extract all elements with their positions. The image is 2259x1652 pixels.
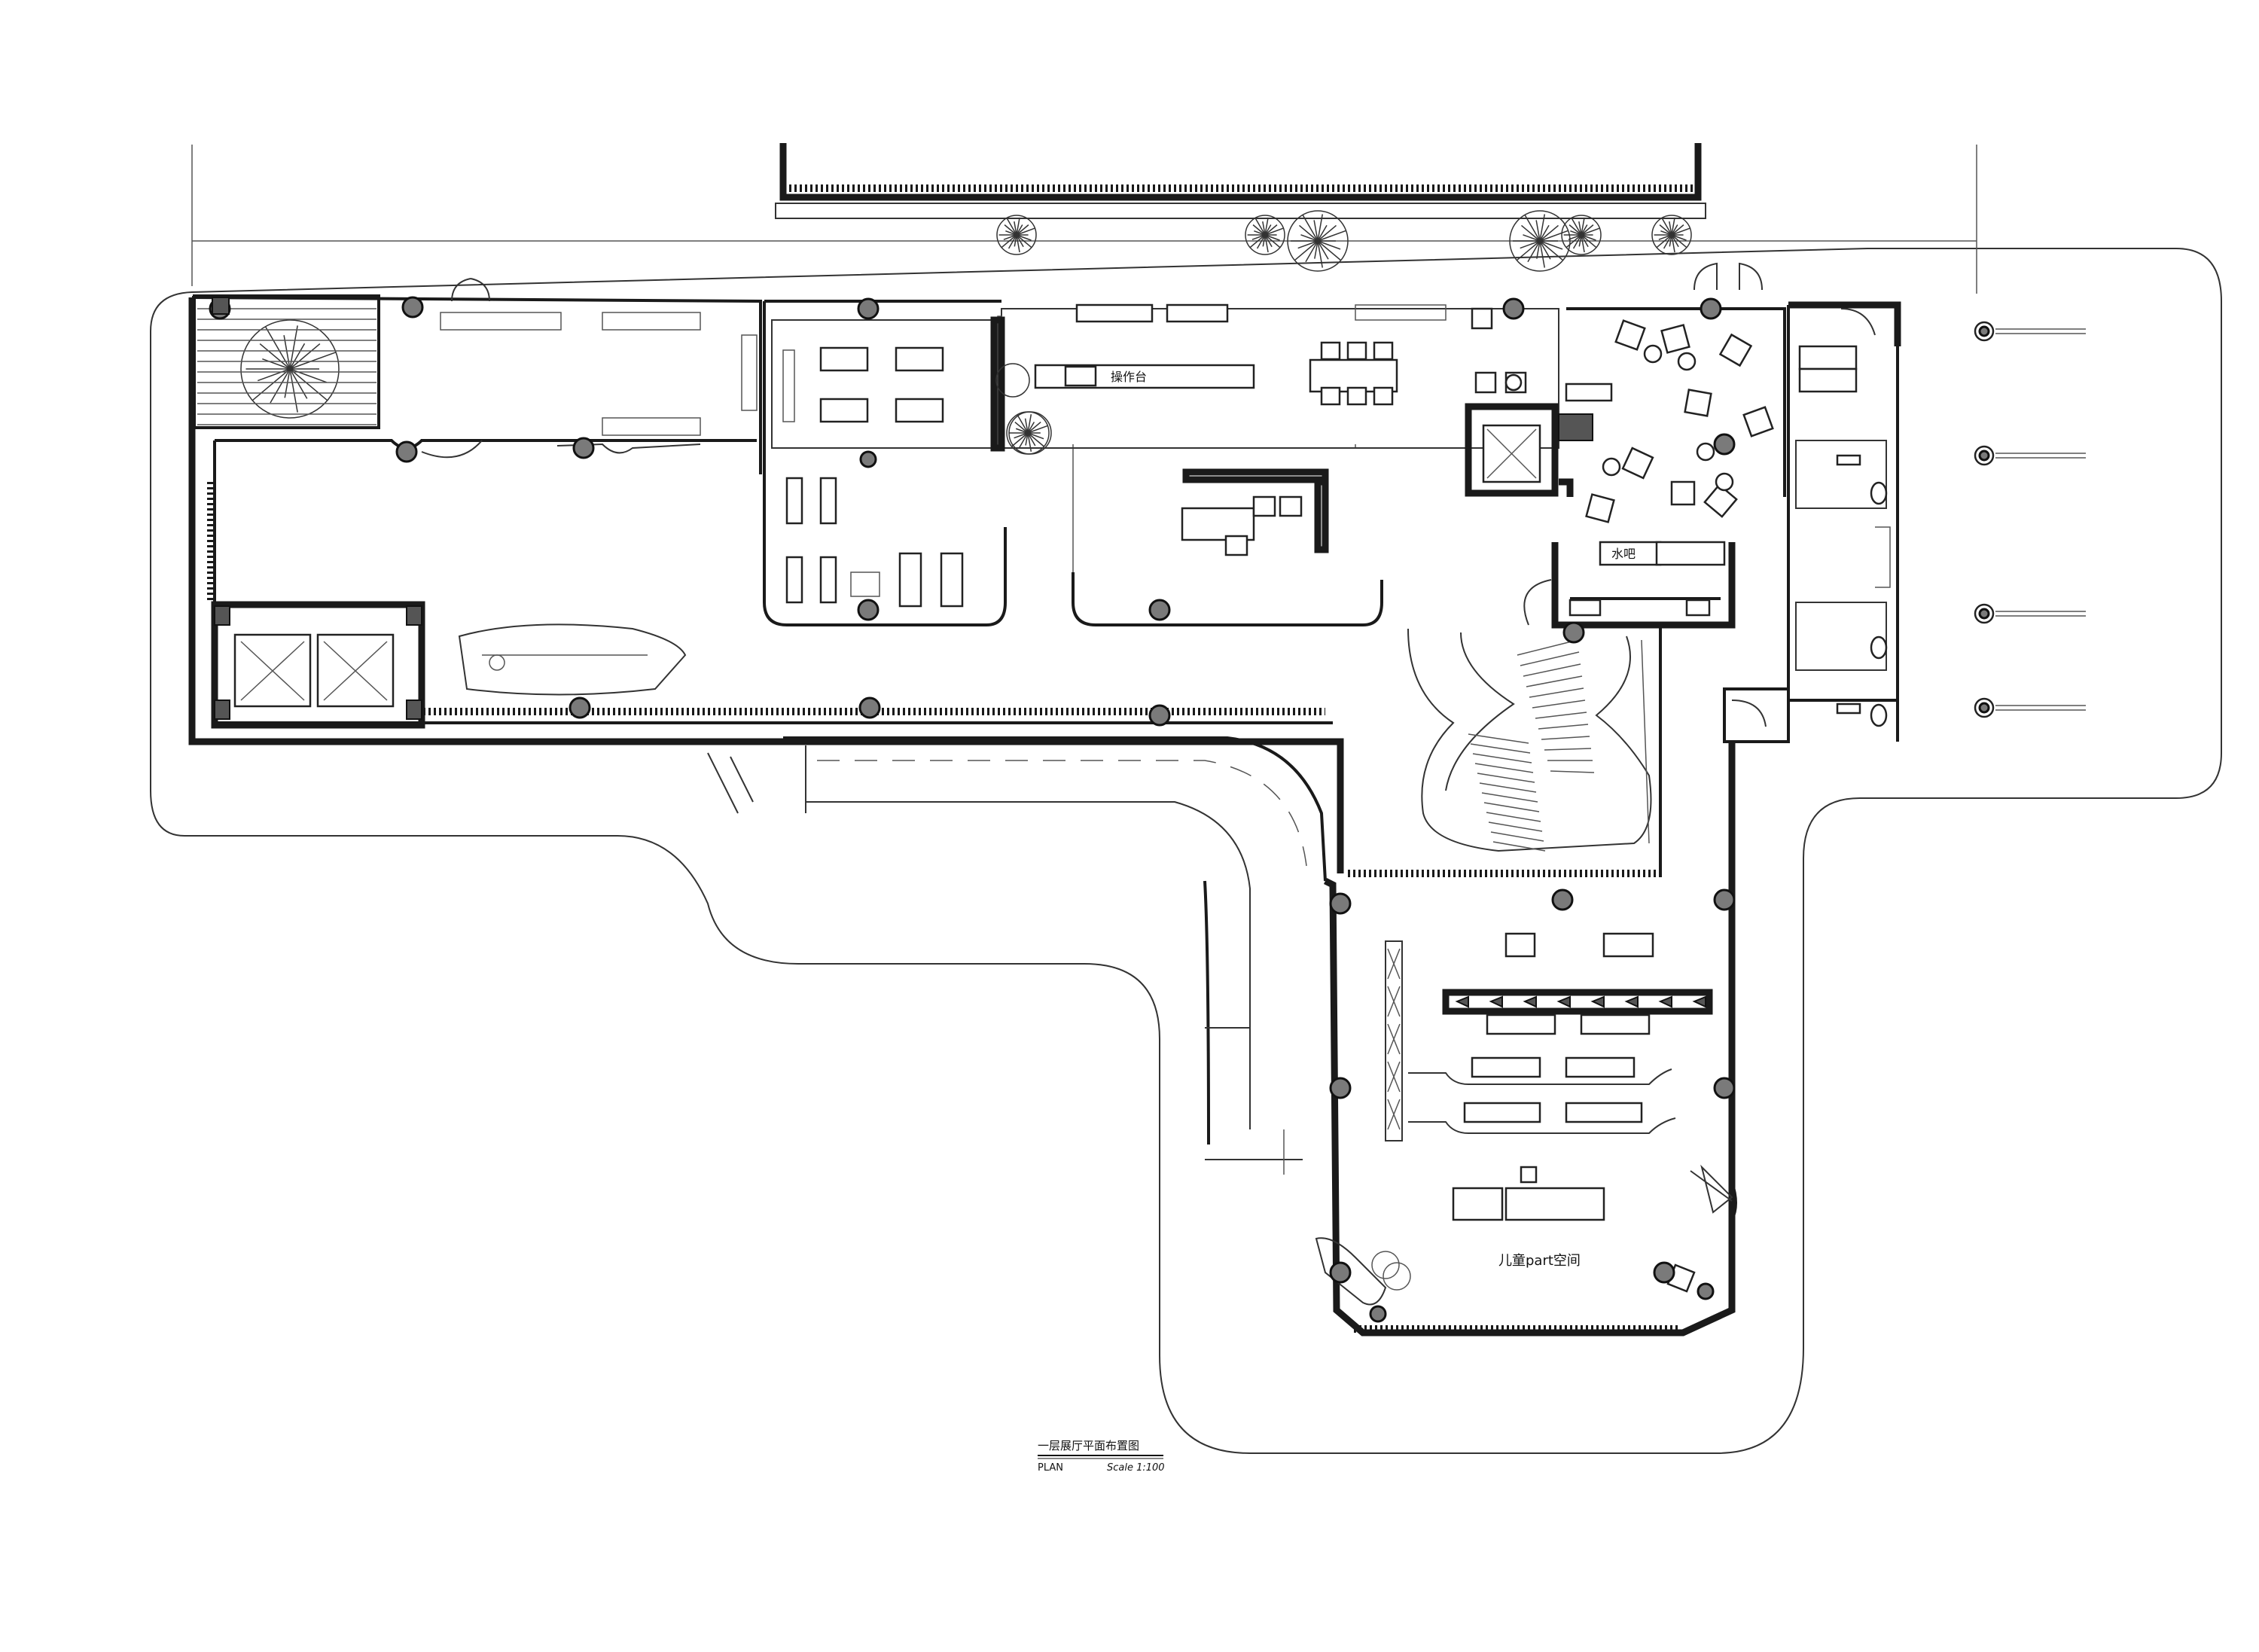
kids-space-label: 儿童part空间 [1498,1253,1581,1269]
tree-icon [1651,215,1692,255]
column [572,437,595,459]
water-bar-label: 水吧 [1611,547,1636,561]
display-car [458,623,687,696]
operation-desk-zone: 操作台 [997,303,1613,449]
armchair [1621,447,1654,480]
column [1700,297,1722,320]
elevator-core-central [1465,403,1593,497]
column [1713,1077,1736,1099]
chair [1474,371,1497,394]
bollard-icon [1974,321,2086,718]
chair [1320,341,1341,361]
stair-icon [1348,579,1662,877]
tree-icon [1245,215,1285,255]
armchair [1614,319,1646,351]
tree-icon [1561,215,1602,255]
street-trees [996,210,1692,272]
column [1713,888,1736,911]
chair [1346,386,1367,406]
structural-columns [209,296,1736,1323]
column [1502,297,1525,320]
column [1697,1282,1715,1300]
column [212,297,230,315]
tree-icon [996,215,1037,255]
north-planter [775,143,1706,219]
curved-corridor [707,736,1327,1175]
bollard-icon [1974,697,2086,718]
deck-courtyard [193,294,380,429]
side-table [1677,352,1697,371]
armchair [1742,406,1774,437]
column [1551,888,1574,911]
tree-icon [1509,210,1571,272]
column [1369,1305,1387,1323]
elevator-core-west [211,601,425,729]
central-hall [1072,444,1383,626]
bollard-icon [1974,445,2086,466]
chair [1346,341,1367,361]
side-table [1643,344,1663,364]
side-table [1696,442,1715,462]
column [1713,433,1736,456]
armchair [1718,333,1753,367]
column [1148,704,1171,727]
column [1329,1077,1352,1099]
column [1562,621,1585,644]
bollard-icon [1974,321,2086,342]
chair [1373,386,1394,406]
stool [1504,373,1523,392]
column [1653,1261,1675,1284]
fitness-room [763,300,1007,626]
kids-zone: 儿童part空间 [1315,742,1737,1337]
door-swings [1693,262,1876,336]
tree-icon [1287,210,1349,272]
column [859,450,877,468]
column [401,296,424,319]
side-table [1602,457,1621,477]
armchair [1703,483,1738,518]
drawing-scale: Scale 1:100 [1107,1462,1165,1474]
site-outline [150,145,2222,1454]
washrooms [1723,301,1901,743]
toilet-icon [1836,454,1888,727]
chair [1373,341,1394,361]
drawing-title: 一层展厅平面布置图 [1038,1439,1139,1452]
lounge-area [1566,307,1786,523]
operation-desk-label: 操作台 [1111,370,1147,384]
column [1148,599,1171,621]
water-bar: 水吧 [1551,541,1736,629]
column [857,297,880,320]
title-block: 一层展厅平面布置图 PLAN Scale 1:100 [1038,1439,1165,1474]
armchair [1585,493,1615,523]
column [569,696,591,719]
armchair [1670,480,1696,506]
chair [1320,386,1341,406]
column [1329,892,1352,915]
column [857,599,880,621]
armchair [1660,324,1690,354]
bench [1565,383,1613,402]
drawing-subtitle-plan: PLAN [1038,1462,1063,1474]
armchair [1684,389,1712,417]
side-table [1715,472,1734,492]
column [395,440,418,463]
column [858,696,881,719]
bollard-icon [1974,603,2086,624]
chair [1471,307,1493,330]
column [1329,1261,1352,1284]
tree-icon [1006,411,1050,455]
